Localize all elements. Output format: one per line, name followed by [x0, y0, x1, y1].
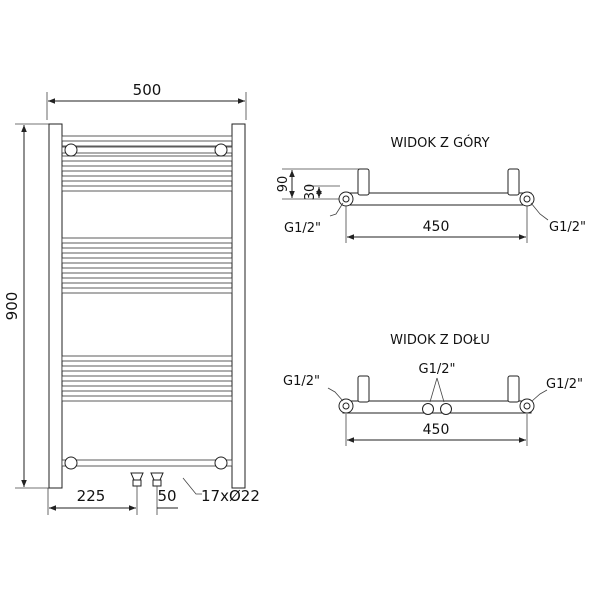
tube-bar-5 — [61, 175, 233, 182]
tube-bar-4 — [61, 165, 233, 172]
top-view-bar — [342, 192, 532, 206]
depth-label: 90 — [276, 176, 291, 193]
tube-bar-bottom — [61, 459, 233, 467]
left-rail — [48, 123, 63, 489]
offset-label-top: 30 — [303, 184, 318, 201]
tube-bar-1 — [61, 135, 233, 142]
top-view-right-connector-inner — [523, 195, 531, 203]
cap-top-right — [214, 143, 228, 157]
cap-bottom-right — [214, 456, 228, 470]
bottom-view-bar — [342, 400, 532, 414]
top-left-connection-label: G1/2" — [284, 221, 321, 236]
bottom-view-right-connector-inner — [523, 402, 531, 410]
tube-bar-top — [61, 146, 233, 154]
bottom-center-connection-label: G1/2" — [419, 362, 456, 377]
top-width-label: 450 — [423, 219, 450, 235]
tube-bar-7 — [61, 237, 233, 244]
top-view: WIDOK Z GÓRY 90 30 G1/2" G1/2" 450 — [276, 135, 586, 243]
top-right-connection-label: G1/2" — [549, 220, 586, 235]
tube-bar-9 — [61, 257, 233, 264]
tube-bar-6 — [61, 185, 233, 192]
cap-bottom-left — [64, 456, 78, 470]
valve-left — [130, 472, 144, 487]
tube-bar-10 — [61, 267, 233, 274]
offset-label: 225 — [77, 487, 106, 505]
bottom-width-label: 450 — [423, 422, 450, 438]
valve-right — [150, 472, 164, 487]
bottom-view-left-connector-inner — [342, 402, 350, 410]
tube-bar-11 — [61, 277, 233, 284]
top-right-leader — [530, 202, 549, 221]
bottom-view: WIDOK Z DOŁU G1/2" G1/2" G1/2" 450 — [283, 333, 583, 446]
tube-bar-12 — [61, 287, 233, 294]
bottom-center-leader-2 — [436, 377, 445, 403]
tube-bar-3 — [61, 155, 233, 162]
top-view-right-stub — [507, 168, 520, 196]
bottom-view-title: WIDOK Z DOŁU — [390, 333, 490, 348]
width-label: 500 — [133, 81, 162, 99]
tube-bar-15 — [61, 375, 233, 382]
tube-bar-14 — [61, 365, 233, 372]
cap-top-left — [64, 143, 78, 157]
tubes-leader-line — [182, 477, 202, 495]
tube-bars — [61, 135, 233, 467]
front-view: 500 900 225 50 — [3, 81, 260, 515]
spacing-label: 50 — [157, 487, 176, 505]
bottom-view-right-stub — [507, 375, 520, 403]
bottom-left-leader — [327, 387, 344, 402]
top-view-left-connector-inner — [342, 195, 350, 203]
top-view-title: WIDOK Z GÓRY — [390, 135, 489, 151]
tube-bar-17 — [61, 395, 233, 402]
bottom-left-connection-label: G1/2" — [283, 374, 320, 389]
bottom-right-connection-label: G1/2" — [546, 377, 583, 392]
top-left-leader — [329, 202, 344, 217]
tube-bar-13 — [61, 355, 233, 362]
height-label: 900 — [3, 292, 21, 321]
bottom-view-left-stub — [357, 375, 370, 403]
bottom-view-center-connector-2 — [440, 403, 452, 415]
top-view-left-stub — [357, 168, 370, 196]
right-rail — [231, 123, 246, 489]
bottom-center-leader-1 — [429, 377, 438, 403]
tube-bar-8 — [61, 247, 233, 254]
tube-bar-16 — [61, 385, 233, 392]
bottom-view-center-connector-1 — [422, 403, 434, 415]
bottom-right-leader — [531, 389, 548, 402]
tubes-label: 17xØ22 — [201, 487, 260, 505]
